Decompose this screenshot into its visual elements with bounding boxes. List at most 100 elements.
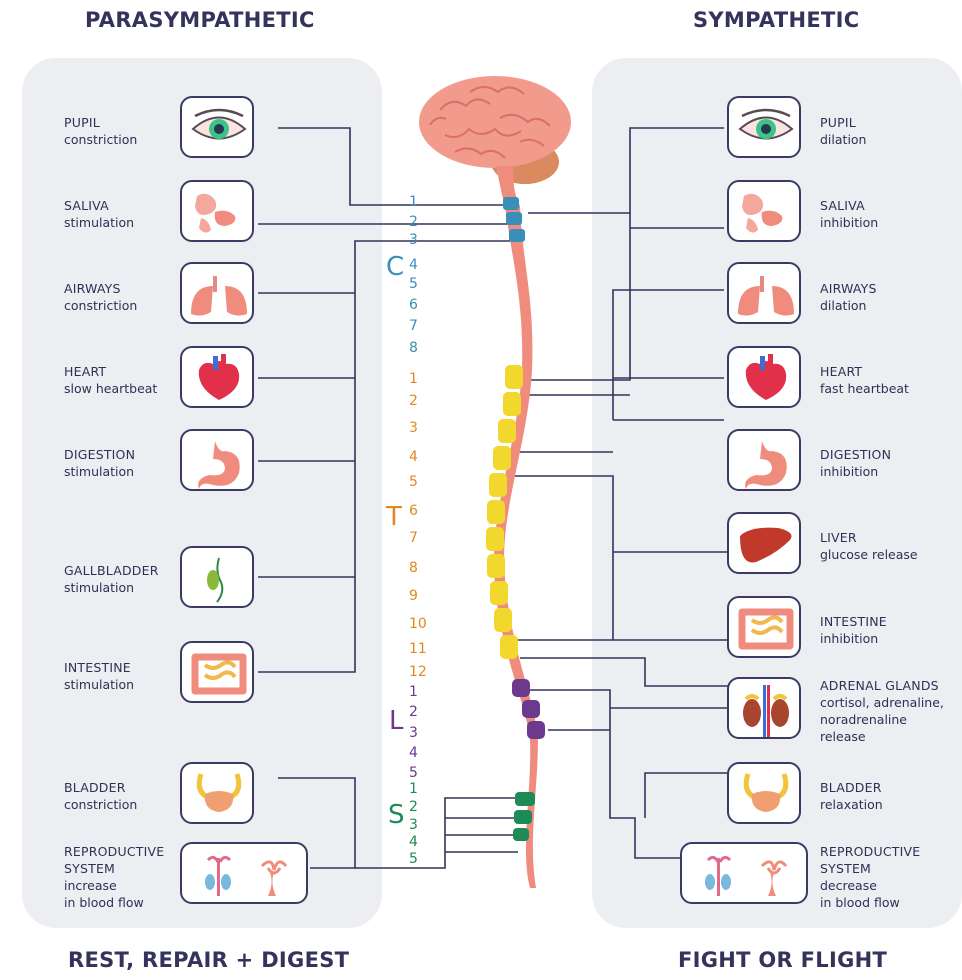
organ-name: ADRENAL GLANDS	[820, 677, 944, 694]
parasympathetic-organ-label: INTESTINEstimulation	[64, 659, 134, 693]
vertebra-number: 5	[409, 474, 431, 490]
sympathetic-organ-icon-box	[727, 596, 801, 658]
organ-name: BLADDER	[820, 779, 883, 796]
organ-effect: inhibition	[820, 630, 887, 647]
organ-name: DIGESTION	[64, 446, 135, 463]
sympathetic-organ-icon-box	[727, 180, 801, 242]
vertebra-number: 1	[409, 194, 431, 210]
vertebra-number: 1	[409, 371, 431, 387]
organ-effect: constriction	[64, 297, 137, 314]
organ-name: DIGESTION	[820, 446, 891, 463]
vertebra-number: 7	[409, 318, 431, 334]
organ-effect: inhibition	[820, 214, 878, 231]
vertebra-number: 8	[409, 560, 431, 576]
vertebra-number: 2	[409, 214, 431, 230]
sympathetic-organ-icon-box	[727, 346, 801, 408]
parasympathetic-organ-icon-box	[180, 429, 254, 491]
spine-region-letter: C	[386, 252, 404, 282]
organ-name: HEART	[64, 363, 157, 380]
sympathetic-organ-label: AIRWAYSdilation	[820, 280, 877, 314]
parasympathetic-organ-icon-box	[180, 546, 254, 608]
vertebra-number: 11	[409, 641, 431, 657]
organ-name: LIVER	[820, 529, 918, 546]
vertebra-number: 2	[409, 704, 431, 720]
organ-name: AIRWAYS	[64, 280, 137, 297]
sympathetic-organ-icon-box	[727, 262, 801, 324]
organ-effect: inhibition	[820, 463, 891, 480]
organ-effect: glucose release	[820, 546, 918, 563]
vertebra-number: 4	[409, 449, 431, 465]
vertebra-number: 2	[409, 799, 431, 815]
organ-name: GALLBLADDER	[64, 562, 159, 579]
parasympathetic-organ-icon-box	[180, 180, 254, 242]
parasympathetic-organ-icon-box	[180, 262, 254, 324]
spine-region-letter: L	[389, 706, 404, 736]
sympathetic-organ-icon-box	[727, 512, 801, 574]
organ-effect: decrease in blood flow	[820, 877, 920, 911]
sympathetic-organ-icon-box	[680, 842, 808, 904]
organ-name: INTESTINE	[820, 613, 887, 630]
organ-effect: constriction	[64, 131, 137, 148]
spine-region-letter: T	[386, 502, 402, 532]
organ-name: REPRODUCTIVE SYSTEM	[820, 843, 920, 877]
vertebra-number: 3	[409, 725, 431, 741]
sympathetic-organ-icon-box	[727, 96, 801, 158]
vertebra-number: 4	[409, 745, 431, 761]
vertebra-number: 5	[409, 276, 431, 292]
vertebra-number: 5	[409, 851, 431, 867]
organ-effect: stimulation	[64, 463, 135, 480]
organ-effect: dilation	[820, 297, 877, 314]
organ-effect: dilation	[820, 131, 866, 148]
vertebra-number: 12	[409, 664, 431, 680]
vertebra-number: 4	[409, 834, 431, 850]
vertebra-number: 3	[409, 817, 431, 833]
vertebra-number: 6	[409, 503, 431, 519]
brain	[419, 76, 571, 184]
vertebra-number: 9	[409, 588, 431, 604]
vertebra-number: 3	[409, 232, 431, 248]
organ-name: PUPIL	[820, 114, 866, 131]
organ-effect: stimulation	[64, 676, 134, 693]
organ-effect: increase in blood flow	[64, 877, 164, 911]
vertebra-number: 7	[409, 530, 431, 546]
organ-name: INTESTINE	[64, 659, 134, 676]
vertebra-number: 6	[409, 297, 431, 313]
vertebra-number: 2	[409, 393, 431, 409]
sympathetic-organ-icon-box	[727, 429, 801, 491]
organ-effect: slow heartbeat	[64, 380, 157, 397]
vertebra-number: 1	[409, 781, 431, 797]
organ-name: REPRODUCTIVE SYSTEM	[64, 843, 164, 877]
organ-name: SALIVA	[820, 197, 878, 214]
parasympathetic-organ-icon-box	[180, 96, 254, 158]
organ-name: SALIVA	[64, 197, 134, 214]
organ-name: PUPIL	[64, 114, 137, 131]
organ-effect: cortisol, adrenaline, noradrenaline rele…	[820, 694, 944, 745]
organ-name: AIRWAYS	[820, 280, 877, 297]
spinal-cord	[494, 166, 538, 888]
vertebra-number: 5	[409, 765, 431, 781]
vertebra-number: 10	[409, 616, 431, 632]
vertebra-number: 4	[409, 257, 431, 273]
organ-effect: fast heartbeat	[820, 380, 909, 397]
vertebra-number: 8	[409, 340, 431, 356]
organ-effect: stimulation	[64, 579, 159, 596]
spine-region-letter: S	[388, 800, 405, 830]
parasympathetic-organ-icon-box	[180, 346, 254, 408]
parasympathetic-organ-icon-box	[180, 842, 308, 904]
sympathetic-organ-icon-box	[727, 762, 801, 824]
vertebra-number: 3	[409, 420, 431, 436]
